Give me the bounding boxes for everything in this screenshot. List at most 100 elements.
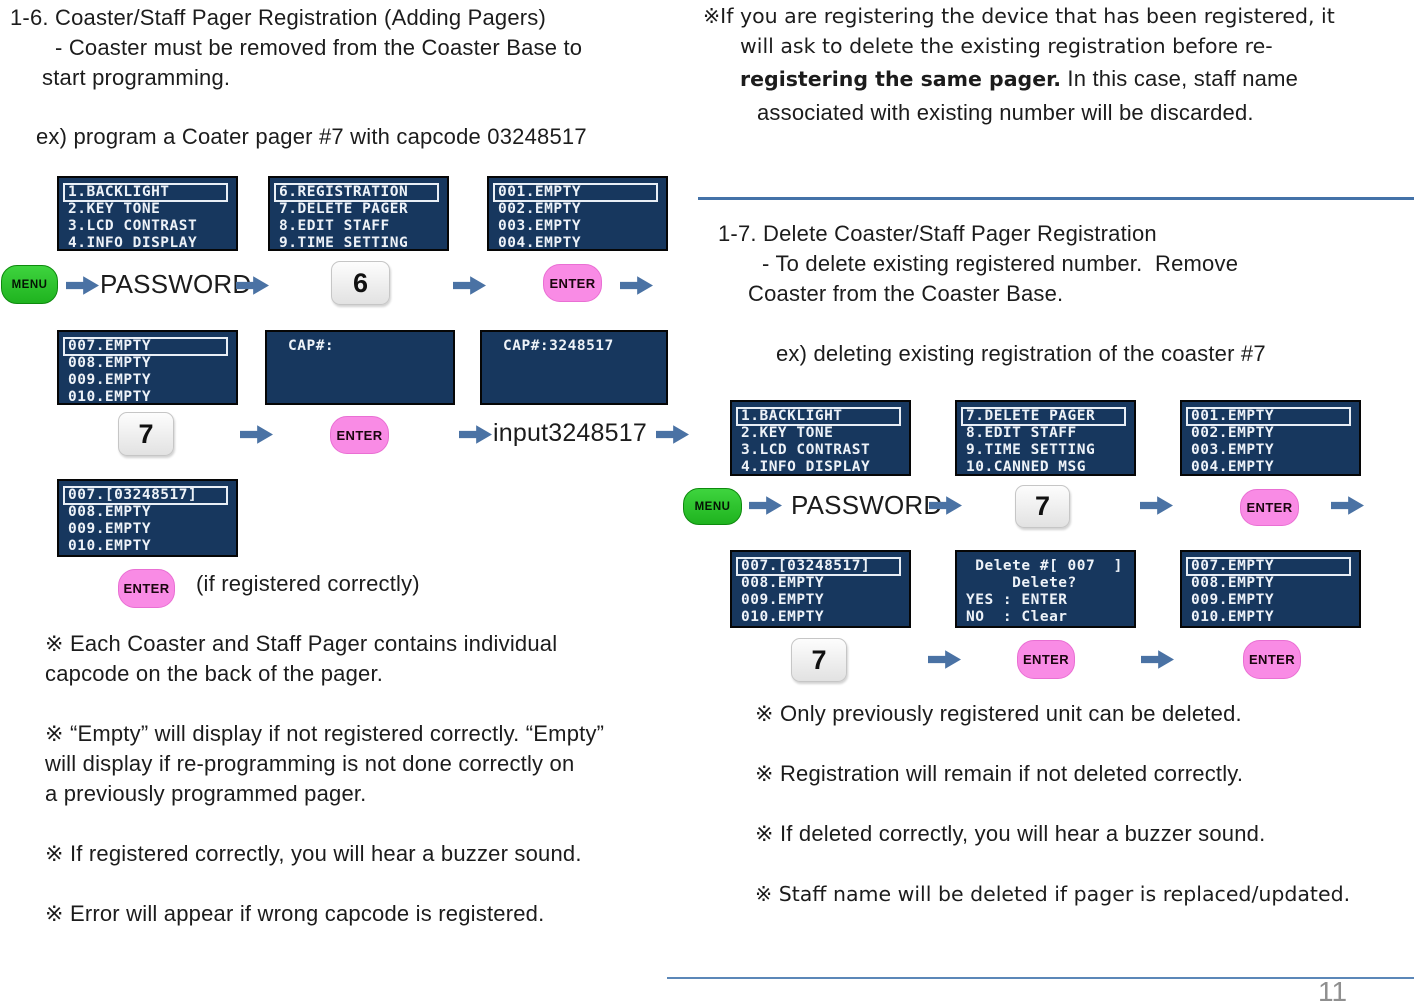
lcd-line: 8.EDIT STAFF	[279, 218, 390, 234]
lcd-line: 009.EMPTY	[68, 521, 152, 537]
section-title-1-7: 1-7. Delete Coaster/Staff Pager Registra…	[718, 221, 1157, 246]
re-register-note-line4: associated with existing number will be …	[757, 100, 1254, 125]
lcd-slot-list-007-empty: 007.EMPTY 008.EMPTY 009.EMPTY 010.EMPTY	[57, 330, 238, 405]
lcd-line: 008.EMPTY	[1191, 575, 1275, 591]
input-capcode-label: input3248517	[493, 419, 647, 447]
lcd-line: 3.LCD CONTRAST	[68, 218, 198, 234]
flow-arrow-icon	[1140, 496, 1173, 515]
note-line: ※ Each Coaster and Staff Pager contains …	[45, 631, 558, 656]
lcd-delete-confirm: Delete #[ 007 ] Delete? YES : ENTER NO :…	[955, 550, 1136, 628]
section-1-6-subtitle-line1: - Coaster must be removed from the Coast…	[55, 35, 583, 60]
flow-arrow-icon	[453, 276, 486, 295]
lcd-slot-list-001-right: 001.EMPTY 002.EMPTY 003.EMPTY 004.EMPTY	[1180, 400, 1361, 476]
re-register-note-line3: registering the same pager. In this case…	[740, 66, 1298, 92]
re-register-note-line2: will ask to delete the existing registra…	[740, 34, 1273, 58]
registered-caption: (if registered correctly)	[196, 571, 420, 596]
lcd-line: 4.INFO DISPLAY	[741, 459, 871, 475]
lcd-line: 007.EMPTY	[63, 337, 228, 356]
lcd-line: CAP#:3248517	[503, 338, 614, 354]
lcd-line: 003.EMPTY	[498, 218, 582, 234]
lcd-slot-007-registered: 007.[03248517] 008.EMPTY 009.EMPTY 010.E…	[57, 479, 238, 557]
enter-button[interactable]: ENTER	[1017, 640, 1075, 679]
enter-button[interactable]: ENTER	[1240, 489, 1299, 526]
lcd-line: 1.BACKLIGHT	[63, 183, 228, 202]
key-7-button[interactable]: 7	[791, 638, 847, 682]
lcd-line: YES : ENTER	[966, 592, 1068, 608]
section-1-7-example: ex) deleting existing registration of th…	[776, 341, 1266, 366]
menu-button[interactable]: MENU	[1, 265, 58, 304]
lcd-line: 9.TIME SETTING	[966, 442, 1096, 458]
section-1-6-subtitle-line2: start programming.	[42, 65, 231, 90]
flow-arrow-icon	[66, 276, 99, 295]
lcd-line: Delete #[ 007 ]	[966, 558, 1123, 574]
lcd-line: 8.EDIT STAFF	[966, 425, 1077, 441]
lcd-main-menu-right: 1.BACKLIGHT 2.KEY TONE 3.LCD CONTRAST 4.…	[730, 400, 911, 476]
section-title-1-6: 1-6. Coaster/Staff Pager Registration (A…	[10, 5, 547, 30]
lcd-line: 7.DELETE PAGER	[961, 407, 1126, 426]
lcd-slot-007-registered-right: 007.[03248517] 008.EMPTY 009.EMPTY 010.E…	[730, 550, 911, 628]
re-register-note-line3-bold: registering the same pager.	[740, 67, 1062, 91]
note-line: ※ Registration will remain if not delete…	[755, 761, 1244, 786]
lcd-slot-007-empty-right: 007.EMPTY 008.EMPTY 009.EMPTY 010.EMPTY	[1180, 550, 1361, 628]
key-6-button[interactable]: 6	[331, 261, 390, 305]
enter-button[interactable]: ENTER	[1243, 640, 1301, 679]
lcd-line: 2.KEY TONE	[68, 201, 161, 217]
menu-button[interactable]: MENU	[683, 488, 742, 525]
lcd-capcode-entered: CAP#:3248517	[480, 330, 668, 405]
lcd-line: 008.EMPTY	[68, 504, 152, 520]
lcd-line: 007.[03248517]	[63, 486, 228, 505]
note-line: ※ Staff name will be deleted if pager is…	[755, 882, 1351, 906]
section-1-7-subtitle-line1: - To delete existing registered number. …	[762, 251, 1239, 276]
lcd-line: 010.EMPTY	[741, 609, 825, 625]
lcd-capcode-prompt: CAP#:	[265, 330, 455, 405]
lcd-line: 007.EMPTY	[1186, 557, 1351, 576]
section-1-6-example: ex) program a Coater pager #7 with capco…	[36, 124, 587, 149]
lcd-line: 001.EMPTY	[493, 183, 658, 202]
re-register-note-line1: ※If you are registering the device that …	[703, 4, 1335, 28]
lcd-line: 002.EMPTY	[498, 201, 582, 217]
flow-arrow-icon	[1331, 496, 1364, 515]
lcd-line: 3.LCD CONTRAST	[741, 442, 871, 458]
enter-button[interactable]: ENTER	[330, 416, 389, 454]
lcd-line: 010.EMPTY	[1191, 609, 1275, 625]
password-step-label: PASSWORD	[100, 269, 252, 299]
lcd-line: 001.EMPTY	[1186, 407, 1351, 426]
flow-arrow-icon	[240, 425, 273, 444]
section-1-7-subtitle-line2: Coaster from the Coaster Base.	[748, 281, 1064, 306]
lcd-line: 004.EMPTY	[498, 235, 582, 251]
enter-button[interactable]: ENTER	[543, 264, 602, 302]
flow-arrow-icon	[620, 276, 653, 295]
key-7-button[interactable]: 7	[118, 412, 174, 456]
lcd-line: 4.INFO DISPLAY	[68, 235, 198, 251]
note-line: ※ If deleted correctly, you will hear a …	[755, 821, 1266, 846]
password-step-label: PASSWORD	[791, 490, 943, 520]
lcd-line: 009.EMPTY	[741, 592, 825, 608]
enter-button[interactable]: ENTER	[118, 569, 175, 608]
lcd-line: 7.DELETE PAGER	[279, 201, 409, 217]
flow-arrow-icon	[459, 425, 492, 444]
note-line: a previously programmed pager.	[45, 781, 367, 806]
note-line: ※ If registered correctly, you will hear…	[45, 841, 582, 866]
lcd-registration-menu: 6.REGISTRATION 7.DELETE PAGER 8.EDIT STA…	[268, 176, 449, 251]
page-number: 11	[1318, 976, 1348, 1002]
flow-arrow-icon	[1141, 650, 1174, 669]
note-line: ※ “Empty” will display if not registered…	[45, 721, 605, 746]
footer-divider	[667, 977, 1414, 979]
lcd-line: 010.EMPTY	[68, 538, 152, 554]
lcd-line: 1.BACKLIGHT	[736, 407, 901, 426]
lcd-line: NO : Clear	[966, 609, 1068, 625]
lcd-main-menu-left: 1.BACKLIGHT 2.KEY TONE 3.LCD CONTRAST 4.…	[57, 176, 238, 251]
lcd-line: 002.EMPTY	[1191, 425, 1275, 441]
key-7-button[interactable]: 7	[1015, 485, 1070, 528]
note-line: ※ Only previously registered unit can be…	[755, 701, 1242, 726]
lcd-delete-menu: 7.DELETE PAGER 8.EDIT STAFF 9.TIME SETTI…	[955, 400, 1136, 476]
flow-arrow-icon	[749, 496, 782, 515]
lcd-line: 009.EMPTY	[1191, 592, 1275, 608]
re-register-note-line3-rest: In this case, staff name	[1061, 66, 1299, 91]
lcd-slot-list-001: 001.EMPTY 002.EMPTY 003.EMPTY 004.EMPTY	[487, 176, 668, 251]
lcd-line: 10.CANNED MSG	[966, 459, 1086, 475]
note-line: capcode on the back of the pager.	[45, 661, 384, 686]
lcd-line: 010.EMPTY	[68, 389, 152, 405]
lcd-line: 6.REGISTRATION	[274, 183, 439, 202]
